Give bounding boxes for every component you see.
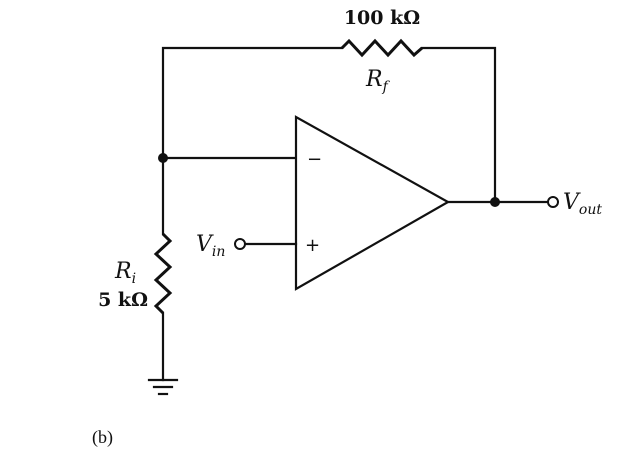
input-resistor-value: 5 kΩ (98, 289, 148, 311)
feedback-resistor-label: Rf (365, 67, 391, 95)
feedback-resistor-value: 100 kΩ (344, 7, 420, 29)
vout-label: Vout (563, 190, 602, 218)
op-amp-triangle (294, 115, 451, 291)
feedback-resistor (340, 38, 423, 58)
input-resistor-label: Ri (114, 259, 136, 287)
vout-terminal (547, 196, 559, 208)
noninverting-sign: + (305, 235, 320, 256)
feedback-junction-node (158, 153, 168, 163)
ground-icon (147, 378, 179, 396)
feedback-wire-left (161, 46, 344, 160)
vin-label: Vin (196, 232, 225, 260)
output-junction-node (490, 197, 500, 207)
feedback-wire-right (420, 46, 497, 204)
input-resistor (153, 232, 173, 315)
figure-caption: (b) (92, 427, 113, 448)
vin-terminal (234, 238, 246, 250)
inverting-sign: − (307, 149, 322, 170)
